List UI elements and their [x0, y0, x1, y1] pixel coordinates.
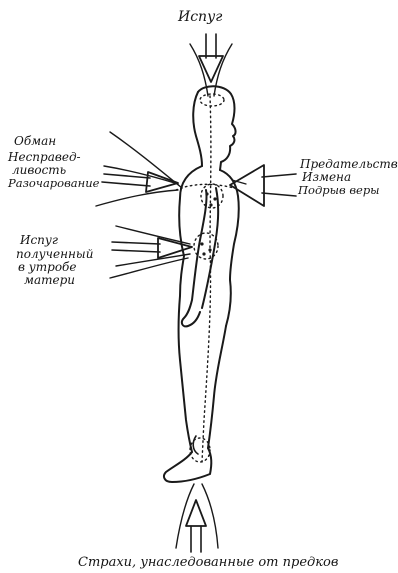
figure-head	[198, 86, 236, 170]
label-group-left-lower: Испуг полученный в утробе матери	[16, 233, 93, 287]
arrow-bottom	[176, 484, 218, 552]
figure-front	[220, 170, 239, 326]
label-disappointment: Разочарование	[7, 176, 100, 190]
label-group-left-upper: Обман Несправед- ливость Разочарование	[7, 134, 100, 190]
label-received: полученный	[16, 247, 93, 261]
figure-foot	[164, 448, 211, 482]
label-mother: матери	[24, 273, 75, 287]
crown-center	[200, 94, 224, 106]
label-loss-of-faith: Подрыв веры	[297, 183, 380, 197]
label-top: Испуг	[177, 9, 222, 25]
human-figure	[164, 86, 239, 482]
label-betrayal: Предательство	[299, 157, 398, 171]
label-bottom: Страхи, унаследованные от предков	[78, 555, 338, 570]
label-fright: Испуг	[19, 233, 58, 247]
arrow-right	[230, 165, 296, 206]
label-deception: Обман	[14, 134, 56, 148]
label-infidelity: Измена	[301, 170, 351, 184]
label-injustice-1: Несправед-	[7, 150, 81, 164]
arrows-left-upper	[96, 132, 182, 206]
label-in-womb: в утробе	[18, 260, 76, 274]
label-group-right: Предательство Измена Подрыв веры	[297, 157, 398, 197]
label-injustice-2: ливость	[12, 163, 66, 177]
